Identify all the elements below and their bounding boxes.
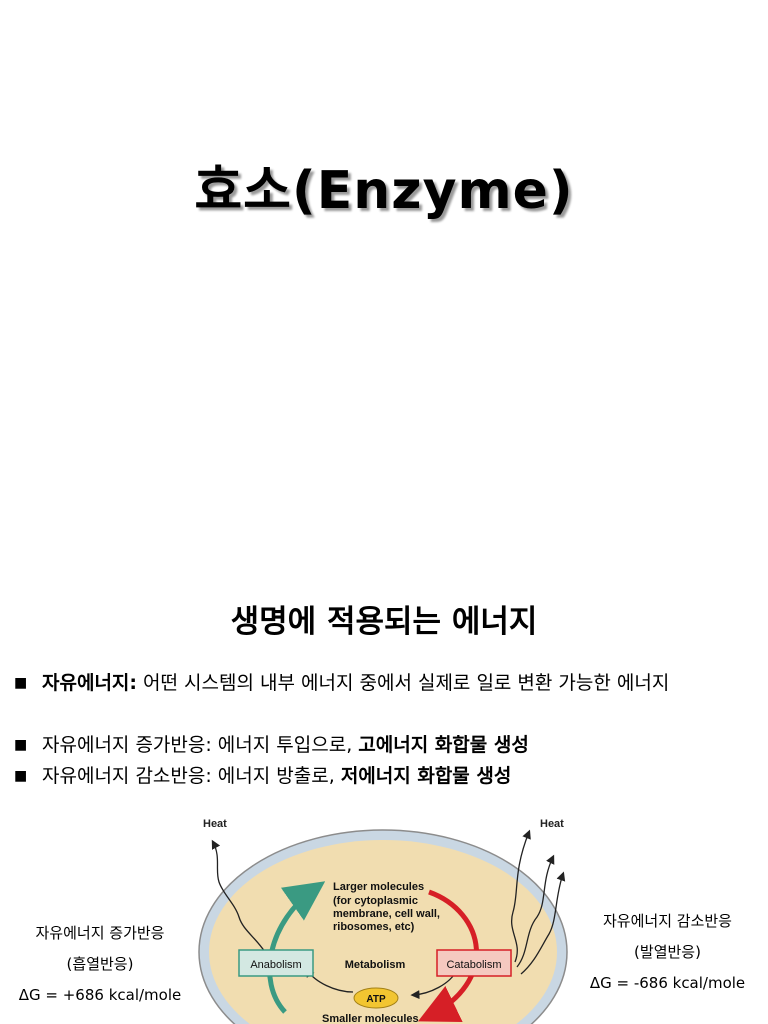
heat-arrow-right-2 [516,854,555,968]
anabolism-box [238,949,314,977]
larger-molecules-label: Larger molecules (for cytoplasmic membra… [333,881,443,933]
bullet-square-icon: ■ [14,768,28,784]
left-note-line3: ΔG = +686 kcal/mole [18,986,182,1004]
bullet-free-energy: ■ 자유에너지: 어떤 시스템의 내부 에너지 중에서 실제로 일로 변환 가능한… [14,668,669,695]
metabolism-diagram: Heat Heat Larger molecules (for cytoplas… [198,818,568,1024]
bullet-bold-prefix: 자유에너지: [42,672,137,694]
left-note-line2: (흡열반응) [66,955,134,973]
metabolism-label: Metabolism [345,959,406,971]
bullet-text: 어떤 시스템의 내부 에너지 중에서 실제로 일로 변환 가능한 에너지 [137,672,670,694]
bullet-square-icon: ■ [14,737,28,753]
heat-arrow-right-1 [511,829,531,963]
larger-molecules-line4: ribosomes, etc) [333,921,415,933]
bullet-text: 자유에너지 증가반응: 에너지 투입으로, [42,734,359,756]
bullet-free-energy-increase: ■ 자유에너지 증가반응: 에너지 투입으로, 고에너지 화합물 생성 [14,730,529,757]
right-note-line2: (발열반응) [634,943,701,961]
heat-arrow-right-3 [520,871,566,975]
right-note-line1: 자유에너지 감소반응 [603,912,732,930]
right-note-line3: ΔG = -686 kcal/mole [589,974,746,992]
larger-molecules-line1: Larger molecules [333,881,424,893]
slide-title: 효소(Enzyme) [194,161,574,221]
larger-molecules-line3: membrane, cell wall, [333,908,440,920]
catabolism-arrow [417,889,479,1023]
right-note: 자유에너지 감소반응 (발열반응) ΔG = -686 kcal/mole [575,906,760,999]
section-title: 생명에 적용되는 에너지 [230,604,538,640]
larger-molecules-line2: (for cytoplasmic [333,895,418,907]
bullet-square-icon: ■ [14,675,28,691]
heat-label-left: Heat [203,818,227,830]
anabolism-label: Anabolism [250,959,301,971]
bullet-text: 자유에너지 감소반응: 에너지 방출로, [42,765,341,787]
smaller-molecules-label: Smaller molecules [322,1013,419,1024]
heat-arrow-left [211,839,266,953]
catabolism-box [436,949,512,977]
atp-oval [353,987,399,1009]
bullet-bold-suffix: 고에너지 화합물 생성 [358,734,529,756]
bullet-free-energy-decrease: ■ 자유에너지 감소반응: 에너지 방출로, 저에너지 화합물 생성 [14,761,511,788]
atp-label: ATP [366,994,386,1005]
bullet-bold-suffix: 저에너지 화합물 생성 [340,765,512,787]
left-note: 자유에너지 증가반응 (흡열반응) ΔG = +686 kcal/mole [0,918,200,1011]
left-note-line1: 자유에너지 증가반응 [35,924,165,942]
heat-label-right: Heat [540,818,564,830]
catabolism-label: Catabolism [446,959,501,971]
